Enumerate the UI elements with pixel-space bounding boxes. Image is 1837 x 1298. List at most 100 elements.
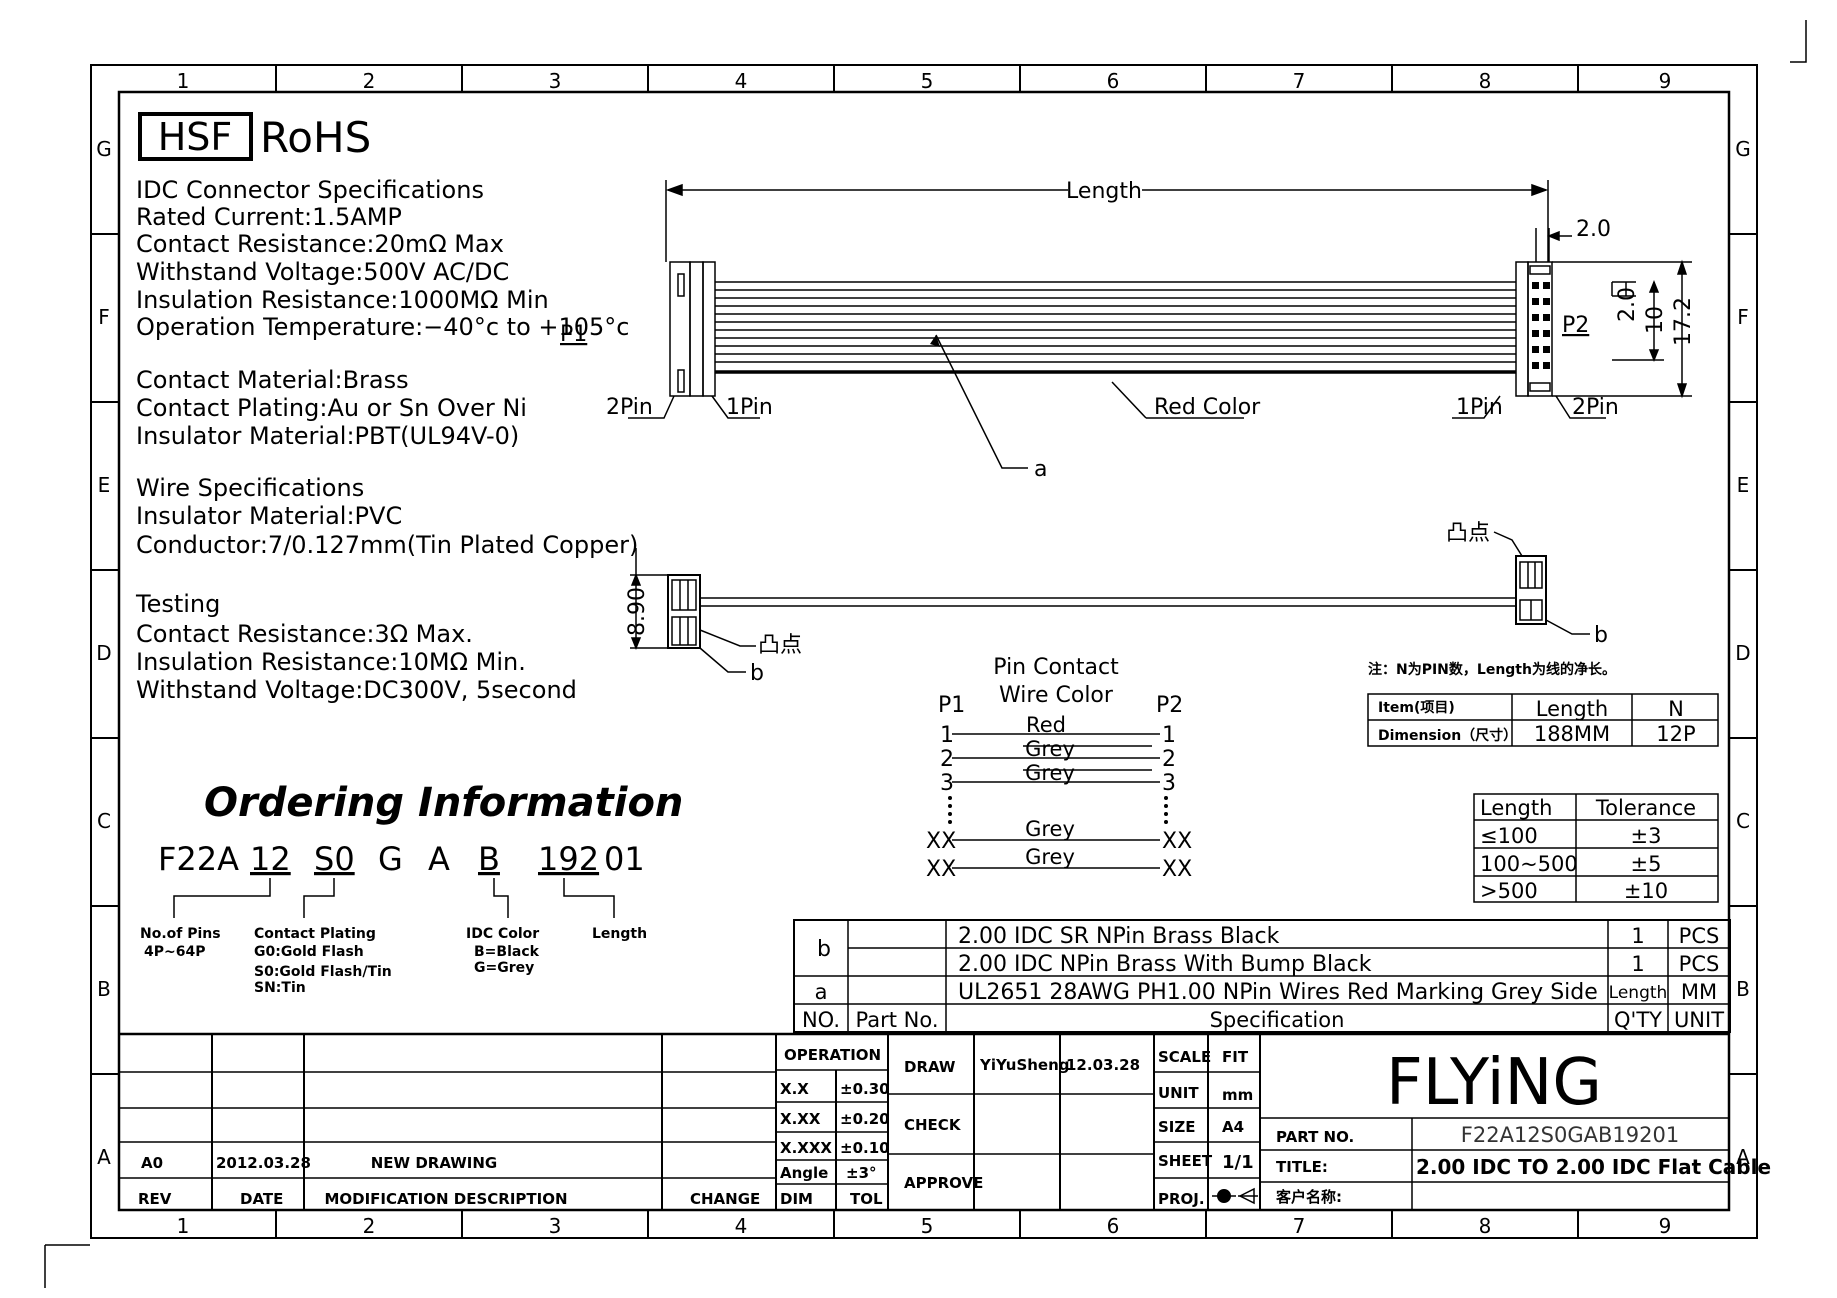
length-option-label: Length (592, 926, 647, 942)
pin-row-1-color: Red (1026, 713, 1066, 737)
col-label-4-bottom: 4 (735, 1214, 748, 1238)
size-label: SIZE (1158, 1118, 1196, 1136)
tol-header-length: Length (1480, 796, 1552, 820)
col-label-8: 8 (1479, 69, 1492, 93)
code-length: 192 (538, 840, 599, 878)
date-header: DATE (240, 1190, 283, 1208)
tol-row-3-length: >500 (1480, 879, 1538, 903)
col-label-2: 2 (363, 69, 376, 93)
tol-row-2-length: 100~500 (1480, 852, 1578, 876)
wire-spec-heading: Wire Specifications (136, 474, 365, 502)
tol-label: TOL (850, 1190, 883, 1208)
tol-xxx-label: X.XX (780, 1110, 821, 1128)
bom-b-label: b (817, 937, 831, 962)
right-pin2-label: 2Pin (1572, 395, 1619, 420)
bom-row-1-unit: PCS (1679, 924, 1720, 948)
pins-range: 4P~64P (144, 944, 205, 960)
modification-header: MODIFICATION DESCRIPTION (324, 1190, 567, 1208)
check-label: CHECK (904, 1116, 962, 1134)
tol-xx-value: ±0.30 (840, 1080, 890, 1098)
bom-header-part: Part No. (856, 1008, 939, 1032)
row-label-e-right: E (1737, 473, 1750, 497)
bom-row-2-spec: 2.00 IDC NPin Brass With Bump Black (958, 952, 1372, 977)
p1-label: P1 (560, 322, 587, 347)
scale-value: FIT (1222, 1048, 1249, 1066)
pin-row-5-color: Grey (1025, 845, 1075, 869)
pin-contact-title: Pin Contact (993, 655, 1119, 680)
company-logo: FLYiNG (1386, 1046, 1602, 1120)
dimension-label: Dimension（尺寸） (1378, 727, 1517, 744)
pin-row-1-right: 1 (1162, 723, 1176, 748)
bom-row-2-qty: 1 (1631, 952, 1644, 976)
length-note: 注：N为PIN数，Length为线的净长。 (1368, 661, 1616, 678)
sheet-label: SHEET (1158, 1152, 1213, 1170)
insulation-resistance: Insulation Resistance:1000MΩ Min (136, 286, 549, 314)
tol-angle-label: Angle (780, 1164, 828, 1182)
plating-option-sn: SN:Tin (254, 980, 306, 996)
plating-option-g0: G0:Gold Flash (254, 944, 364, 960)
pin-row-4-right: XX (1162, 829, 1192, 854)
bump-label-right: 凸点 (1446, 521, 1490, 546)
hsf-box (138, 112, 253, 161)
row-label-d-right: D (1735, 641, 1750, 665)
col-label-3: 3 (549, 69, 562, 93)
code-pins: 12 (250, 840, 291, 878)
bom-header-spec: Specification (1210, 1008, 1345, 1032)
pin-row-5-left: XX (926, 857, 956, 882)
bom-row-3-unit: MM (1681, 980, 1717, 1004)
pin-row-5-right: XX (1162, 857, 1192, 882)
left-pin2-label: 2Pin (606, 395, 653, 420)
pin-row-4-left: XX (926, 829, 956, 854)
bom-row-1-qty: 1 (1631, 924, 1644, 948)
rev-header: REV (138, 1190, 172, 1208)
operation-temperature: Operation Temperature:−40°c to +105°c (136, 313, 630, 341)
dim-17-2: 17.2 (1671, 297, 1696, 346)
col-label-9: 9 (1659, 69, 1672, 93)
proj-label: PROJ. (1158, 1190, 1205, 1208)
operation-label: OPERATION (784, 1046, 881, 1064)
pin-row-1-left: 1 (940, 723, 954, 748)
tol-row-2-value: ±5 (1631, 852, 1662, 876)
pin-row-3-left: 3 (940, 771, 954, 796)
tol-row-3-value: ±10 (1624, 879, 1668, 903)
tol-xxxx-label: X.XXX (780, 1139, 832, 1157)
col-label-4: 4 (735, 69, 748, 93)
col-label-1-bottom: 1 (177, 1214, 190, 1238)
left-pin1-label: 1Pin (726, 395, 773, 420)
tol-angle-value: ±3° (846, 1164, 877, 1182)
bom-header-unit: UNIT (1674, 1008, 1724, 1032)
col-label-6-bottom: 6 (1107, 1214, 1120, 1238)
modification-value: NEW DRAWING (371, 1154, 498, 1172)
tol-xx-label: X.X (780, 1080, 809, 1098)
row-label-b-right: B (1736, 977, 1750, 1001)
insulator-material: Insulator Material:PBT(UL94V-0) (136, 422, 520, 450)
pin-row-2-right: 2 (1162, 747, 1176, 772)
date-value: 2012.03.28 (216, 1154, 311, 1172)
col-label-7-bottom: 7 (1293, 1214, 1306, 1238)
col-label-9-bottom: 9 (1659, 1214, 1672, 1238)
bump-label-left: 凸点 (758, 633, 802, 658)
p2-label: P2 (1562, 313, 1589, 338)
length-value: 188MM (1534, 722, 1610, 746)
length-header: Length (1536, 697, 1608, 721)
test-contact-resistance: Contact Resistance:3Ω Max. (136, 620, 473, 648)
bom-row-1-spec: 2.00 IDC SR NPin Brass Black (958, 924, 1280, 949)
withstand-voltage: Withstand Voltage:500V AC/DC (136, 258, 510, 286)
wire-callout-a: a (1034, 457, 1047, 482)
col-label-1: 1 (177, 69, 190, 93)
sheet-value: 1/1 (1222, 1152, 1254, 1173)
row-label-a: A (97, 1145, 111, 1169)
rated-current: Rated Current:1.5AMP (136, 203, 402, 231)
n-value: 12P (1656, 722, 1695, 746)
n-header: N (1668, 697, 1684, 721)
unit-label: UNIT (1158, 1084, 1199, 1102)
pin-row-4-color: Grey (1025, 817, 1075, 841)
col-label-3-bottom: 3 (549, 1214, 562, 1238)
wire-insulator: Insulator Material:PVC (136, 502, 403, 530)
dim-10: 10 (1643, 306, 1668, 334)
pin-row-3-color: Grey (1025, 761, 1075, 785)
bom-header-qty: Q'TY (1614, 1008, 1662, 1032)
bom-row-2-unit: PCS (1679, 952, 1720, 976)
tol-row-1-value: ±3 (1631, 824, 1662, 848)
